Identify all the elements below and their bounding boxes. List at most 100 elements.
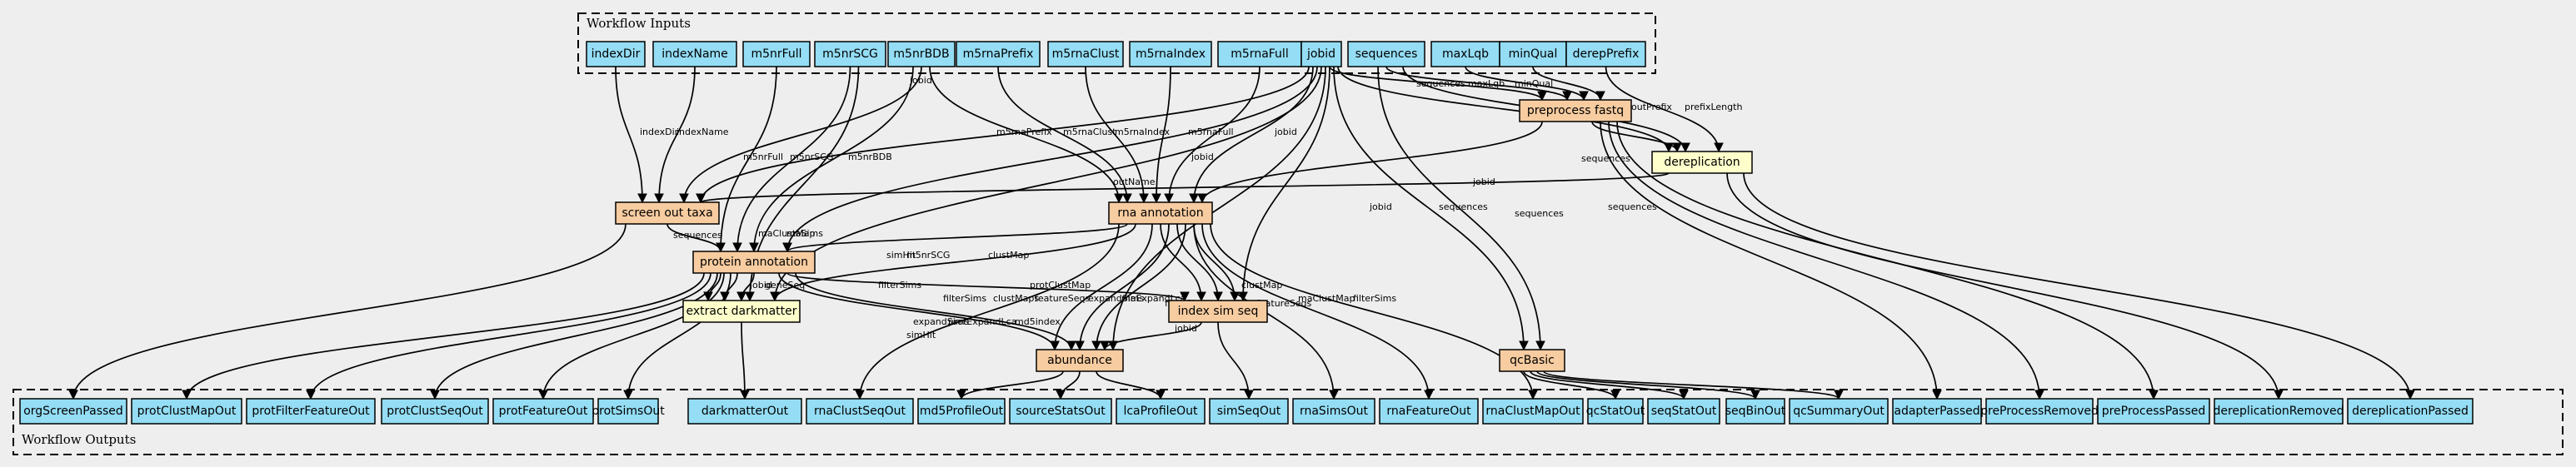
edge: [182, 272, 705, 400]
output-protsimsout-box: [597, 398, 659, 425]
output-lcaprofileout-label: lcaProfileOut: [1123, 405, 1198, 418]
input-indexdir-label: indexDir: [592, 47, 641, 61]
edge: [623, 272, 731, 400]
output-protclustseqout-box: [381, 398, 489, 425]
input-m5rnafull-box: [1217, 41, 1302, 67]
edge-label: featureSeqs: [1256, 298, 1311, 309]
edge-label: minQual: [1515, 78, 1553, 89]
workflow-outputs-title: Workflow Outputs: [22, 432, 136, 447]
edges: [68, 66, 2415, 400]
input-m5rnaclust-label: m5rnaClust: [1052, 47, 1120, 61]
output-rnafeatureout-box: [1379, 398, 1479, 425]
edge-label: maxLqb: [1468, 78, 1505, 89]
output-preprocesspassed: preProcessPassed: [2097, 398, 2210, 425]
input-m5nrfull-label: m5nrFull: [751, 47, 801, 61]
workflow-inputs-title: Workflow Inputs: [587, 16, 691, 31]
edge: [1543, 370, 1844, 400]
edge: [306, 272, 711, 400]
edge: [1197, 121, 1543, 204]
input-maxlqb-label: maxLqb: [1442, 47, 1489, 61]
output-simseqout: simSeqOut: [1209, 398, 1289, 425]
output-qcstatout: qcStatOut: [1586, 398, 1645, 425]
step-indexsim: index sim seq: [1168, 300, 1268, 323]
edge-label: jobid: [1472, 176, 1495, 187]
edge: [782, 66, 1318, 253]
step-qcbasic-box: [1499, 349, 1565, 372]
edge: [1600, 121, 1942, 400]
output-rnasimsout-label: rnaSimsOut: [1300, 405, 1369, 418]
output-rnaclustseqout-box: [806, 398, 914, 425]
edge-label: jobid: [1191, 152, 1214, 162]
output-preprocesspassed-box: [2097, 398, 2210, 425]
step-preprocess-label: preprocess fastq: [1527, 104, 1624, 117]
edge-label: protClustMap: [1030, 280, 1091, 291]
edge-label: maSims: [786, 228, 823, 239]
edge: [1385, 66, 1572, 102]
input-m5nrbdb-label: m5nrBDB: [893, 47, 949, 61]
step-darkmatter: extract darkmatter: [682, 300, 801, 323]
output-md5profileout: md5ProfileOut: [917, 398, 1006, 425]
input-indexname-label: indexName: [661, 47, 728, 61]
edge-label: outName: [1113, 176, 1156, 187]
step-preprocess-box: [1519, 99, 1632, 122]
input-minqual: minQual: [1499, 41, 1567, 67]
input-m5rnaprefix: m5rnaPrefix: [956, 41, 1041, 67]
input-jobid-label: jobid: [1306, 47, 1335, 61]
edge-label: m5rnaPrefix: [996, 127, 1052, 137]
output-dereplicationpassed-box: [2347, 398, 2474, 425]
step-rna-box: [1108, 201, 1213, 225]
step-protein-label: protein annotation: [700, 256, 808, 269]
output-protclustseqout-label: protClustSeqOut: [387, 405, 483, 418]
edge: [1176, 223, 1223, 302]
edge: [1530, 370, 1689, 400]
edge-label: clustMap: [1241, 280, 1282, 291]
edge: [1377, 66, 1545, 351]
edge-label: simHit: [906, 330, 936, 340]
output-protclustmapout: protClustMapOut: [131, 398, 242, 425]
step-protein-box: [692, 251, 816, 274]
edge: [1189, 66, 1314, 204]
step-rna-label: rna annotation: [1117, 206, 1203, 220]
output-darkmatterout-label: darkmatterOut: [701, 405, 789, 418]
step-abundance-label: abundance: [1047, 354, 1112, 367]
output-rnaclustmapout-label: rnaClustMapOut: [1485, 405, 1580, 418]
output-sourcestatsout-box: [1009, 398, 1112, 425]
input-m5rnafull-label: m5rnaFull: [1231, 47, 1288, 61]
edge: [68, 223, 627, 400]
step-dereplication-label: dereplication: [1664, 156, 1740, 169]
edge-label: sequences: [1439, 201, 1488, 212]
edge: [1333, 66, 1529, 351]
output-preprocessremoved: preProcessRemoved: [1980, 398, 2099, 425]
input-minqual-label: minQual: [1509, 47, 1558, 61]
edge-label: sequences: [1608, 201, 1657, 212]
output-protsimsout: protSimsOut: [592, 398, 665, 425]
edge-label: sequences: [1515, 208, 1564, 219]
workflow-inputs-cluster: [577, 12, 1656, 74]
input-jobid: jobid: [1300, 41, 1342, 67]
edge: [666, 223, 726, 253]
input-m5rnaindex-box: [1129, 41, 1212, 67]
step-indexsim-label: index sim seq: [1178, 305, 1259, 318]
edge-label: filterSims: [943, 293, 986, 304]
output-seqbinout: seqBinOut: [1725, 398, 1786, 425]
output-protfilterfeatureout-box: [246, 398, 376, 425]
output-rnaclustseqout-label: rnaClustSeqOut: [814, 405, 906, 418]
output-rnafeatureout: rnaFeatureOut: [1379, 398, 1479, 425]
edge: [1608, 121, 2044, 400]
edge-label: m5nrBDB: [848, 152, 892, 162]
edge-label: indexDir: [640, 127, 679, 137]
input-m5nrfull: m5nrFull: [742, 41, 811, 67]
edge: [795, 272, 1076, 351]
output-protclustseqout: protClustSeqOut: [381, 398, 489, 425]
edge: [1605, 66, 1724, 153]
output-dereplicationremoved: dereplicationRemoved: [2213, 398, 2344, 425]
output-seqstatout: seqStatOut: [1647, 398, 1720, 425]
output-adapterpassed-box: [1892, 398, 1982, 425]
input-derepprefix: derepPrefix: [1565, 41, 1646, 67]
edge-label: geneSeq: [765, 280, 805, 291]
output-protfilterfeatureout-label: protFilterFeatureOut: [252, 405, 370, 418]
input-m5rnaclust: m5rnaClust: [1047, 41, 1124, 67]
output-rnasimsout-box: [1292, 398, 1375, 425]
edge-label: md5index: [1015, 316, 1061, 327]
